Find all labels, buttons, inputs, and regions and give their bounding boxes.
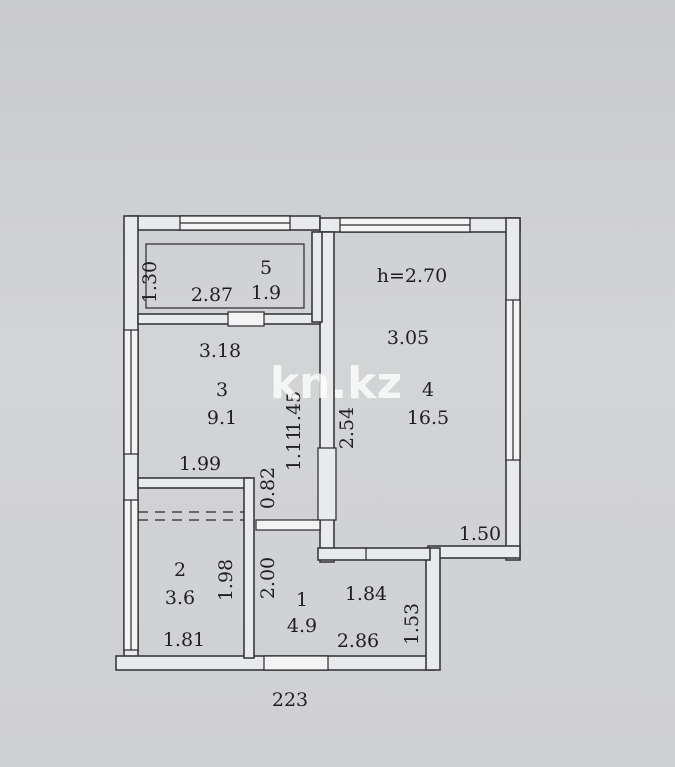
- dim-balcony-width: 1.50: [459, 523, 501, 545]
- dimension-labels: 1.30 2.87 3.18 1.99 1.45 1.11 0.82 2.00 …: [139, 261, 501, 652]
- dim-room1-side: 1.53: [401, 603, 423, 645]
- watermark: kn.kz: [270, 358, 402, 409]
- room5-frame: [145, 243, 305, 309]
- wall-room5-right: [311, 231, 323, 323]
- dim-corridor-width: 0.82: [257, 467, 279, 509]
- wall-room2-right: [243, 477, 255, 659]
- door-corridor: [255, 519, 321, 531]
- wall-step-horizontal: [427, 545, 521, 559]
- wall-step-vertical: [425, 547, 441, 671]
- dim-room4-height: 2.54: [336, 407, 358, 449]
- room-labels: 5 1.9 3 9.1 4 16.5 2 3.6 1 4.9 h=2.70: [165, 257, 449, 637]
- wall-room2-top: [137, 477, 251, 489]
- room2-number: 2: [174, 559, 186, 581]
- dim-room3-bottom: 1.99: [179, 453, 221, 475]
- room5-area: 1.9: [251, 282, 281, 304]
- dim-room2-width: 1.81: [163, 629, 205, 651]
- room4-area: 16.5: [407, 407, 449, 429]
- room4-number: 4: [422, 379, 434, 401]
- room5-number: 5: [260, 257, 272, 279]
- bottom-label: 223: [272, 689, 308, 711]
- door-entrance: [263, 655, 329, 671]
- wall-room4-bottom: [317, 547, 431, 561]
- ceiling-height: h=2.70: [377, 265, 447, 287]
- dim-corridor-mid: 2.00: [257, 557, 279, 599]
- door-room4: [317, 447, 337, 521]
- dim-room1-bottom: 2.86: [337, 630, 379, 652]
- dim-room3-top: 3.18: [199, 340, 241, 362]
- dim-room4-width: 3.05: [387, 327, 429, 349]
- dim-room2-height: 1.98: [215, 559, 237, 601]
- room1-area: 4.9: [287, 615, 317, 637]
- room1-number: 1: [296, 589, 308, 611]
- door-room5: [227, 311, 265, 327]
- room2-area: 3.6: [165, 587, 195, 609]
- room3-area: 9.1: [207, 407, 237, 429]
- wall-details: [123, 215, 521, 671]
- room3-number: 3: [216, 379, 228, 401]
- dim-corridor-small: 1.11: [283, 429, 305, 471]
- dim-corridor-vertical: 1.45: [283, 391, 305, 433]
- dim-room5-height: 1.30: [139, 261, 161, 303]
- dim-room1-top: 1.84: [345, 583, 387, 605]
- dim-room5-width: 2.87: [191, 284, 233, 306]
